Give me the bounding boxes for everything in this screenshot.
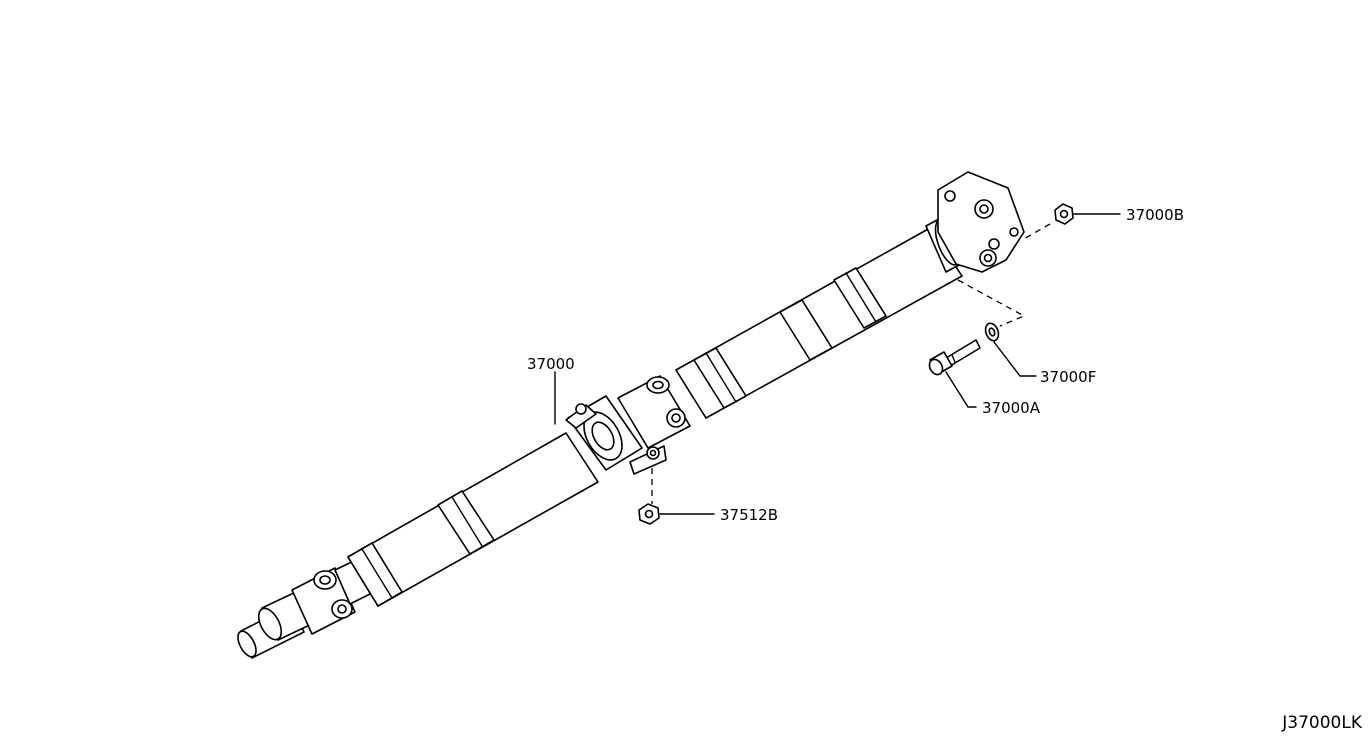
leader-37000A [945,371,977,408]
flange-nut-dashed-line [1021,223,1051,241]
bolt-dashed-line [957,279,1026,327]
label-37000F[interactable]: 37000F [1040,368,1096,386]
washer[interactable] [983,321,1000,342]
front-universal-joint [291,557,371,635]
rear-tube [675,227,963,419]
label-37512B[interactable]: 37512B [720,506,778,524]
flange-nut[interactable] [1054,203,1074,225]
propeller-shaft[interactable] [234,171,1025,660]
diagram-code: J37000LK [1281,713,1363,733]
front-tube [347,432,599,607]
bearing-nut[interactable] [638,503,660,525]
center-universal-joint [617,375,691,449]
bolt[interactable] [927,339,981,377]
center-bearing [565,395,667,475]
leader-37000F [993,341,1037,377]
label-37000A[interactable]: 37000A [982,399,1041,417]
label-37000[interactable]: 37000 [527,355,575,373]
label-37000B[interactable]: 37000B [1126,206,1184,224]
rear-flange-coupling [925,171,1025,273]
